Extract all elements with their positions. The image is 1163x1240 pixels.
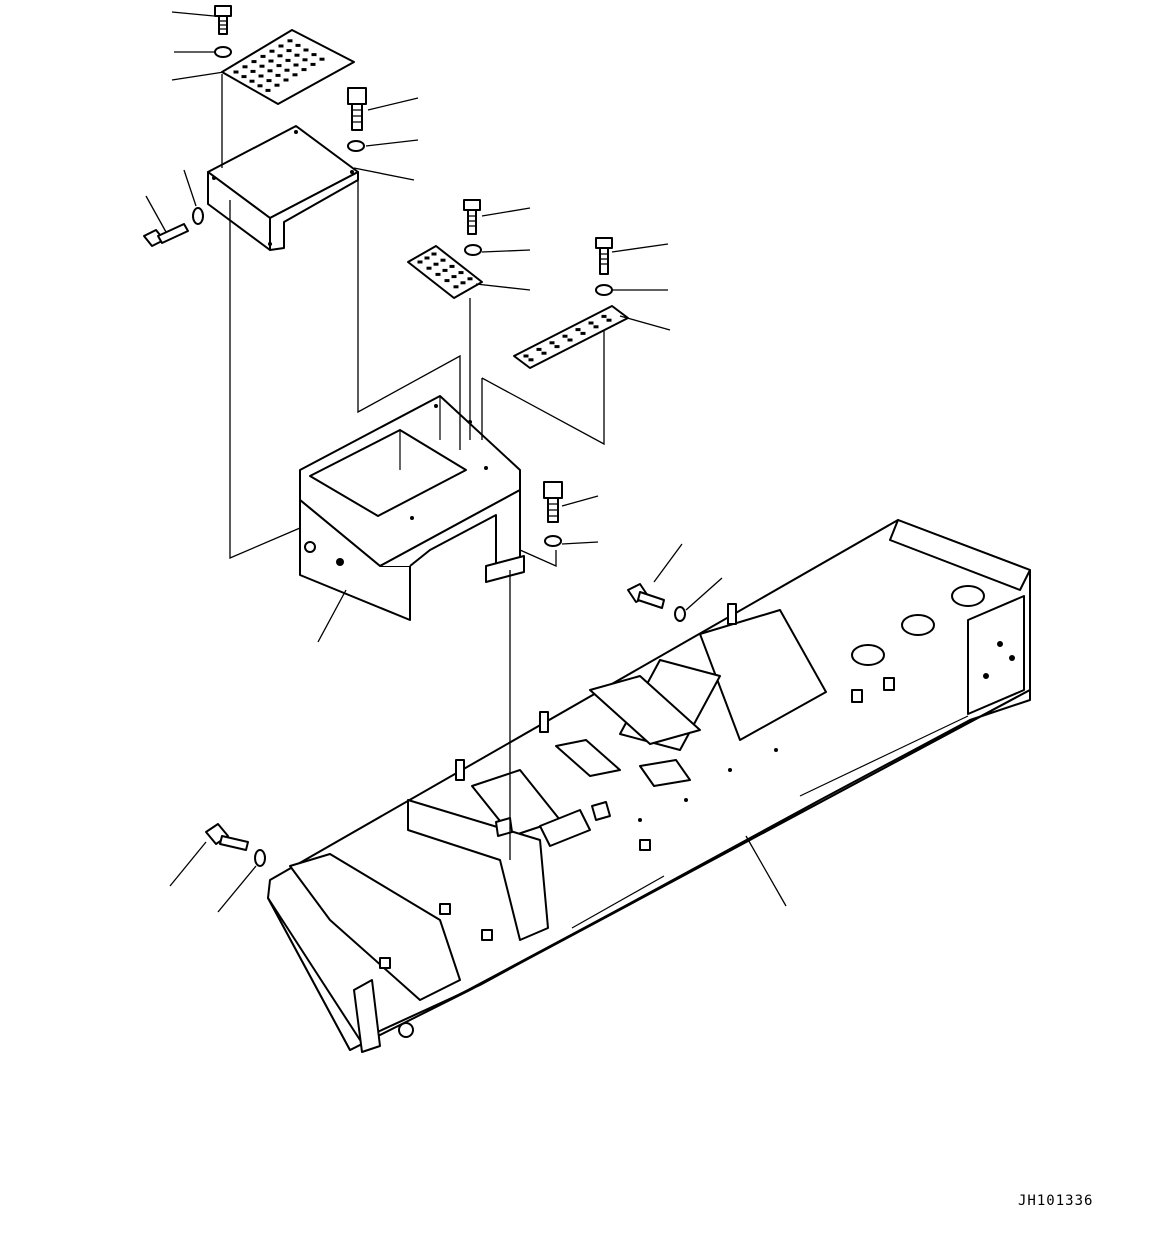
bolt-center-top [347, 87, 367, 131]
mat-hole [440, 258, 446, 262]
mat-hole [265, 88, 271, 92]
mat-hole [251, 60, 257, 64]
bolt-top-left [214, 5, 232, 35]
washer-frame-right [674, 606, 686, 622]
mat-hole [303, 48, 309, 52]
mat-hole [606, 318, 612, 322]
mat-hole [442, 268, 448, 272]
bolt-right [595, 237, 613, 275]
bolt-frame-left [205, 823, 249, 851]
mat-hole [444, 279, 450, 283]
mat-hole [449, 264, 455, 268]
mat-hole [601, 314, 607, 318]
floor-mat-large [221, 29, 355, 105]
mat-hole [541, 351, 547, 355]
cover-plate [207, 125, 359, 251]
mat-hole [295, 43, 301, 47]
seat-stand-bracket [299, 395, 525, 621]
washer-stand-right [544, 535, 562, 547]
mat-hole [233, 70, 239, 74]
mat-hole [301, 68, 307, 72]
mat-hole [319, 57, 325, 61]
mat-hole [250, 69, 256, 73]
mat-hole [426, 266, 432, 270]
mat-hole [433, 262, 439, 266]
mat-hole [575, 328, 581, 332]
mat-hole [458, 271, 464, 275]
washer-top-left [214, 46, 232, 58]
mat-hole [554, 345, 560, 349]
mat-hole [302, 58, 308, 62]
mat-hole [258, 74, 264, 78]
main-frame [267, 519, 1031, 1053]
mat-hole [284, 68, 290, 72]
mat-hole [588, 321, 594, 325]
floor-mat-long [513, 305, 629, 369]
mat-hole [287, 39, 293, 43]
mat-hole [260, 54, 266, 58]
mat-hole [293, 63, 299, 67]
mat-hole [528, 358, 534, 362]
mat-hole [424, 256, 430, 260]
mat-hole [453, 285, 459, 289]
mat-hole [523, 354, 529, 358]
washer-middle [464, 244, 482, 256]
mat-hole [292, 73, 298, 77]
mat-hole [275, 73, 281, 77]
mat-hole [435, 272, 441, 276]
mat-hole [242, 65, 248, 69]
mat-hole [269, 49, 275, 53]
bolt-middle [463, 199, 481, 235]
mat-hole [310, 62, 316, 66]
mat-hole [467, 277, 473, 281]
washer-frame-left [254, 849, 266, 867]
mat-hole [593, 325, 599, 329]
mat-hole [283, 78, 289, 82]
mat-hole [451, 275, 457, 279]
mat-hole [567, 338, 573, 342]
mat-hole [285, 58, 291, 62]
washer-side-left [192, 207, 204, 225]
mat-hole [241, 75, 247, 79]
drawing-code: JH101336 [1018, 1193, 1094, 1209]
mat-hole [276, 64, 282, 68]
mat-hole [267, 69, 273, 73]
floor-mat-small [407, 245, 483, 299]
mat-hole [268, 59, 274, 63]
mat-hole [274, 83, 280, 87]
mat-hole [311, 53, 317, 57]
mat-hole [294, 53, 300, 57]
bolt-stand-right [543, 481, 563, 523]
mat-hole [278, 44, 284, 48]
mat-hole [431, 252, 437, 256]
mat-hole [259, 64, 265, 68]
mat-hole [277, 54, 283, 58]
mat-hole [417, 260, 423, 264]
mat-hole [562, 334, 568, 338]
mat-hole [580, 331, 586, 335]
bolt-frame-right [627, 583, 665, 609]
mat-hole [286, 49, 292, 53]
mat-hole [460, 281, 466, 285]
mat-hole [257, 84, 263, 88]
washer-right [595, 284, 613, 296]
washer-center-top [347, 140, 365, 152]
leader-lines [145, 11, 787, 913]
mat-hole [549, 341, 555, 345]
bolt-side-left [143, 223, 189, 247]
mat-hole [266, 79, 272, 83]
mat-hole [536, 347, 542, 351]
mat-hole [249, 79, 255, 83]
